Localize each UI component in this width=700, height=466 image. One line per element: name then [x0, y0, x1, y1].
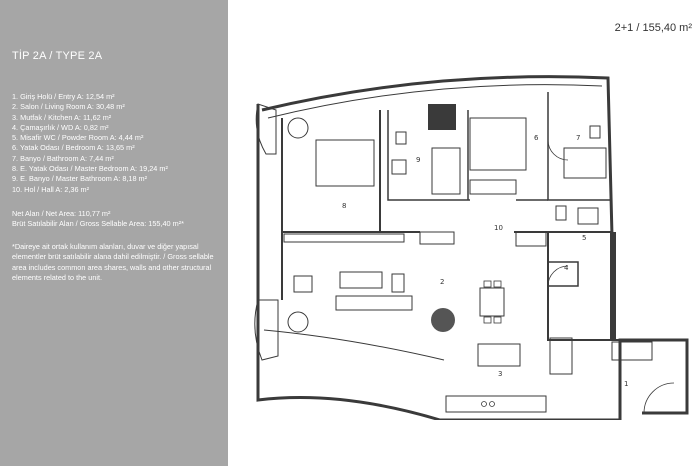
unit-label: 2+1 / 155,40 m²	[614, 22, 692, 34]
room-item: 5. Misafir WC / Powder Room A: 4,44 m²	[12, 133, 144, 143]
interior-wall	[387, 110, 470, 201]
terrace	[254, 299, 279, 361]
room-item: 7. Banyo / Bathroom A: 7,44 m²	[12, 153, 114, 163]
room-number: 8	[342, 202, 346, 210]
room-number: 9	[416, 156, 420, 164]
wardrobe	[515, 231, 547, 247]
area-summary: Net Alan / Net Area: 110,77 m² Brüt Satı…	[12, 209, 226, 230]
room-list: 1. Giriş Holü / Entry A: 12,54 m² 2. Sal…	[12, 92, 222, 195]
area-footnote: *Daireye ait ortak kullanım alanları, du…	[12, 242, 214, 283]
round-table	[431, 308, 455, 332]
floor-plan: 1 2 3 4 5 6 7 8 9 10	[254, 75, 689, 420]
room-item: 3. Mutfak / Kitchen A: 11,62 m²	[12, 112, 112, 122]
sofa	[339, 271, 383, 289]
facade-curve	[267, 84, 603, 119]
type-title: TİP 2A / TYPE 2A	[12, 50, 103, 62]
room-number: 2	[440, 278, 444, 286]
washbasin	[391, 159, 407, 175]
facade-curve	[263, 329, 445, 361]
armchair	[293, 275, 313, 293]
dining-chair	[483, 280, 492, 288]
room-number: 1	[624, 380, 628, 388]
wardrobe	[283, 233, 405, 243]
sidebar-panel: TİP 2A / TYPE 2A 1. Giriş Holü / Entry A…	[0, 0, 228, 466]
wardrobe	[419, 231, 455, 245]
bed	[469, 117, 527, 171]
shoe-cabinet	[611, 341, 653, 361]
shaft-wall	[428, 104, 456, 130]
door-swing	[547, 139, 569, 161]
room-number: 4	[564, 264, 569, 272]
interior-wall	[548, 261, 579, 287]
fridge	[549, 337, 573, 375]
kitchen-island	[477, 343, 521, 367]
dining-chair	[493, 280, 502, 288]
toilet	[395, 131, 407, 145]
planter	[287, 311, 309, 333]
terrace	[255, 103, 277, 155]
interior-wall	[281, 118, 420, 233]
room-item: 4. Çamaşırlık / WD A: 0,82 m²	[12, 122, 109, 132]
room-item: 2. Salon / Living Room A: 30,48 m²	[12, 102, 125, 112]
cooktop-burner	[481, 401, 487, 407]
interior-wall	[547, 92, 610, 201]
room-item: 10. Hol / Hall A: 2,36 m²	[12, 184, 90, 194]
door-swing	[547, 265, 569, 287]
room-number: 3	[498, 370, 502, 378]
planter	[287, 117, 309, 139]
cooktop-burner	[489, 401, 495, 407]
room-number: 10	[494, 224, 503, 232]
room-number: 7	[576, 134, 580, 142]
outer-wall	[261, 75, 614, 237]
room-item: 9. E. Banyo / Master Bathroom A: 8,18 m²	[12, 174, 148, 184]
room-item: 8. E. Yatak Odası / Master Bedroom A: 19…	[12, 164, 168, 174]
net-area: Net Alan / Net Area: 110,77 m²	[12, 209, 111, 218]
kitchen-counter	[445, 395, 547, 413]
coffee-table	[391, 273, 405, 293]
wardrobe	[469, 179, 517, 195]
bed	[315, 139, 375, 187]
dining-chair	[483, 316, 492, 324]
room-item: 1. Giriş Holü / Entry A: 12,54 m²	[12, 92, 115, 101]
room-number: 6	[534, 134, 539, 142]
outer-wall	[256, 104, 689, 420]
interior-wall	[547, 232, 620, 341]
dining-chair	[493, 316, 502, 324]
gross-area: Brüt Satılabilir Alan / Gross Sellable A…	[12, 219, 184, 229]
door-swing	[643, 382, 675, 414]
room-item: 6. Yatak Odası / Bedroom A: 13,65 m²	[12, 143, 135, 153]
room-number: 5	[582, 234, 586, 242]
bathtub	[431, 147, 461, 195]
toilet	[555, 205, 567, 221]
sofa	[335, 295, 413, 311]
washbasin	[577, 207, 599, 225]
toilet	[589, 125, 601, 139]
structural-column	[610, 232, 616, 340]
shower	[563, 147, 607, 179]
dining-table	[479, 287, 505, 317]
